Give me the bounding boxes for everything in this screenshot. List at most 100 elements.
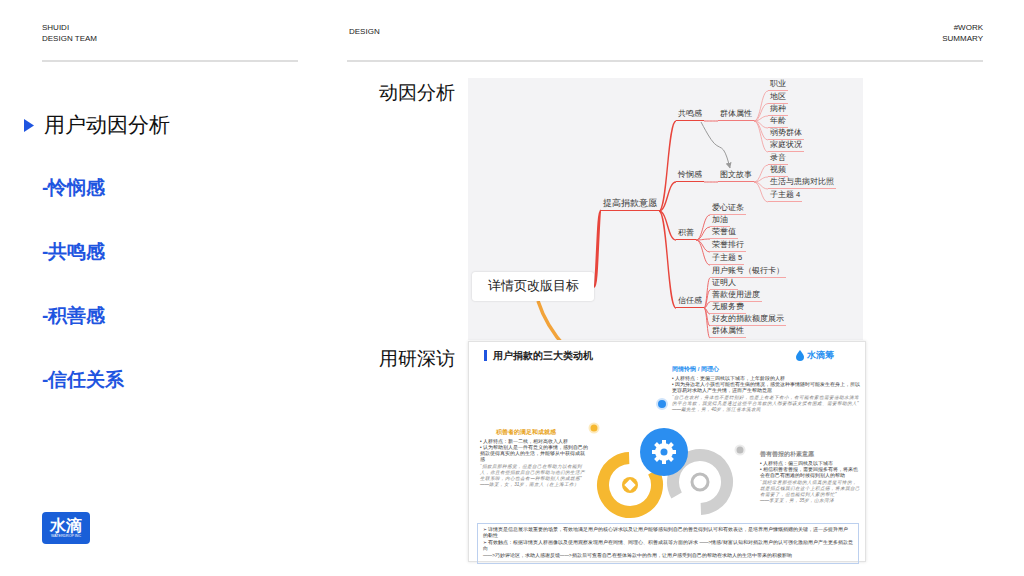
sub-topic: 信任感 — [676, 295, 704, 308]
label-text: • 因为身边老人小孩也可能也有生病的情况，感觉这种事情随时可能发生在身上，所以更… — [672, 382, 860, 394]
node-label: 证明人 — [712, 277, 736, 288]
branch-line — [696, 240, 710, 265]
gear-tooth — [662, 440, 666, 444]
header-rule — [347, 61, 983, 62]
label-text: DESIGN TEAM — [42, 34, 182, 45]
text-group: • 人群特点：偏三四线及以下城市• 相信积善者善报，需要回报多有将，将来也会在自… — [760, 461, 860, 505]
node-label: 职业 — [770, 78, 786, 89]
label-text: 善有善报的朴素意愿 — [760, 451, 860, 458]
node-label: 用户账号（银行卡） — [712, 265, 784, 276]
header-rule — [42, 61, 298, 62]
root-topic-box: 详情页改版目标 — [472, 272, 594, 301]
text-group: 积善者的满足和成就感 — [496, 429, 596, 437]
node-label: 信任感 — [678, 295, 702, 306]
text-group: #WORKSUMMARY — [863, 23, 983, 46]
node-label: ➢ 详情页是信息展示最重要的场景，有效地满足用户的核心诉求以及让用户能够感知到自… — [483, 527, 853, 539]
text-group: -信任关系 — [42, 369, 202, 392]
leaf-topic: 荣誉排行 — [710, 239, 746, 252]
blue-disc — [640, 428, 688, 476]
label-text: 积善者的满足和成就感 — [496, 429, 596, 436]
node-label: 无服务费 — [712, 301, 744, 312]
mindmap-ground — [468, 78, 863, 346]
branch-line — [659, 211, 676, 308]
gear-tooth — [668, 456, 674, 462]
label-text: DESIGN — [349, 27, 429, 37]
leaf-topic: 家庭状况 — [768, 139, 804, 152]
drop-icon — [796, 350, 804, 361]
node-label: 弱势群体 — [770, 127, 802, 138]
branch-topic: 提高捐款意愿 — [601, 198, 659, 211]
leaf-topic: 地区 — [768, 91, 788, 104]
gear-icon — [655, 443, 673, 461]
branch-line — [696, 215, 710, 240]
text-group: • 人群特点：新一二线，相对高收入人群• 认为帮助别人是一件有意义的事情，感到自… — [480, 439, 588, 489]
branch-line — [754, 121, 768, 152]
branch-line — [696, 227, 710, 240]
node-label: 家庭状况 — [770, 139, 802, 150]
sub-topic: 积善 — [676, 227, 696, 240]
sub-topic: 共鸣感 — [676, 108, 704, 121]
title-bar — [484, 350, 487, 361]
branch-line — [754, 182, 768, 202]
node-label: 视频 — [770, 164, 786, 175]
label-text: SUMMARY — [863, 34, 983, 45]
gear-tooth — [652, 450, 656, 454]
node-label: 提高捐款意愿 — [603, 198, 657, 209]
gear-teeth — [652, 440, 676, 464]
relation-arrow — [701, 122, 730, 168]
leaf-topic: 群体属性 — [710, 325, 746, 338]
node-label: 子主题 5 — [712, 252, 742, 263]
gear-hole — [661, 449, 668, 456]
summary-box: ➢ 详情页是信息展示最重要的场景，有效地满足用户的核心诉求以及让用户能够感知到自… — [477, 523, 859, 564]
quote-text: “我经常看那些求助的人病真的是挺可怜的，就是捐点钱我们在这个上积点德，将来我自己… — [760, 480, 860, 498]
text-group: 用研深访 — [379, 348, 465, 371]
leaf-topic: 荣誉值 — [710, 226, 738, 239]
node-label: 图文故事 — [720, 169, 752, 180]
text-group: -共鸣感 — [42, 241, 202, 264]
node-label: 爱心证条 — [712, 202, 744, 213]
text-group: • 人群特点：更偏三四线以下城市，上年龄段的人群• 因为身边老人小孩也可能也有生… — [672, 376, 860, 414]
text-group: 动因分析 — [379, 82, 465, 105]
label-text: -怜悯感 — [42, 177, 202, 200]
label-text: -共鸣感 — [42, 241, 202, 264]
node-label: ——>巧妙评论区，求助人感谢反馈——>捐款后可查看自己在整体筹款中的作用，让用户… — [483, 553, 853, 559]
quote-text: “捐款后那种感觉，但是自己在帮助力以有能到人，你且有些捐款后自己的帮助与他们的生… — [480, 464, 588, 482]
gear-tooth — [654, 456, 660, 462]
label-text: • 人群特点：新一二线，相对高收入人群 — [480, 439, 588, 445]
node-label: ➢ 有效触点：根据详情页人群画像以及使用观察发现用户在同情、同理心、积善成就等方… — [483, 540, 853, 552]
node-label: 荣誉排行 — [712, 239, 744, 250]
sub-topic: 怜悯感 — [676, 169, 704, 182]
text-group: 用户动因分析 — [44, 112, 244, 138]
gear-tooth — [662, 460, 666, 464]
node-label: 详情页改版目标 — [488, 278, 579, 295]
label-text: 动因分析 — [379, 82, 465, 105]
label-text: -信任关系 — [42, 369, 202, 392]
text-group: -怜悯感 — [42, 177, 202, 200]
node-label: 病种 — [770, 103, 786, 114]
branch-line — [696, 239, 710, 240]
label-text: 水滴筹 — [807, 350, 857, 361]
yellow-dot — [590, 424, 599, 433]
node-label: 群体属性 — [712, 325, 744, 336]
branch-line — [659, 182, 676, 211]
label-text: • 相信积善者善报，需要回报多有将，将来也会在自己有困难的时候得到别人的帮助 — [760, 467, 860, 479]
node-label: 荣誉值 — [712, 226, 736, 237]
label-text: 用研深访 — [379, 348, 465, 371]
logo-badge: 水滴WATERDROP INC — [42, 512, 90, 544]
node-label: 加油 — [712, 214, 728, 225]
gear-tooth — [672, 450, 676, 454]
quote-text: ——陈某，女，31岁，南京人（在上海工作） — [480, 482, 588, 488]
bullet-triangle — [24, 119, 34, 132]
logo-subtitle: WATERDROP INC — [51, 534, 81, 539]
text-group: 善有善报的朴素意愿 — [760, 451, 860, 459]
leaf-topic: 职业 — [768, 78, 788, 91]
leaf-topic: 子主题 5 — [710, 252, 744, 265]
text-group: SHUIDIDESIGN TEAM — [42, 23, 182, 46]
node-label: 录音 — [770, 152, 786, 163]
label-text: -积善感 — [42, 305, 202, 328]
logo-word: 水滴 — [50, 517, 82, 534]
motive-illustration — [590, 399, 745, 522]
grey-core — [692, 474, 708, 490]
branch-line — [704, 121, 718, 122]
